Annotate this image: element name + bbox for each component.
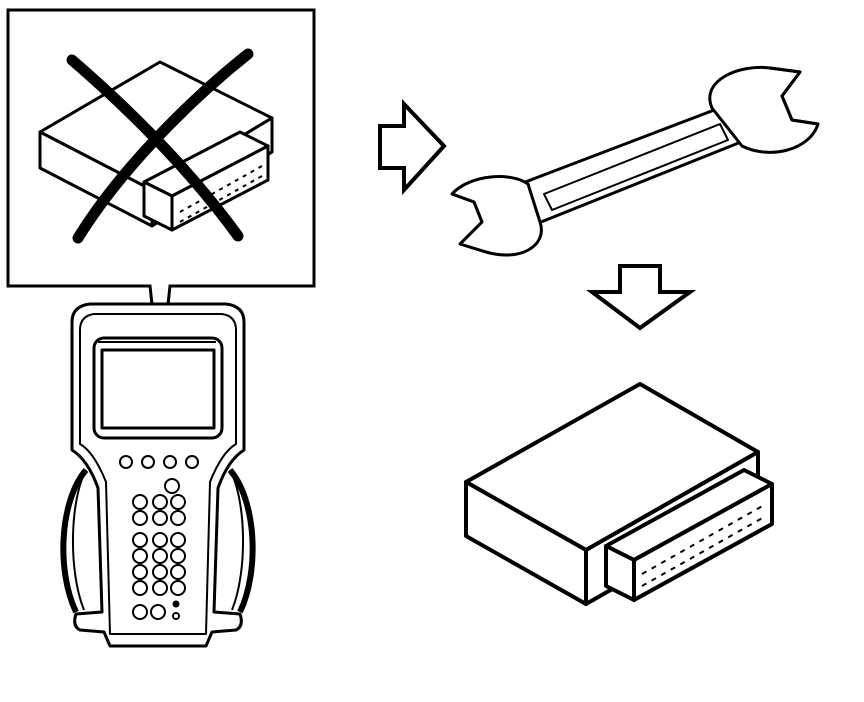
function-button-row — [119, 455, 199, 469]
control-module-icon — [464, 382, 774, 606]
prohibited-x-icon — [66, 48, 254, 244]
right-arrow-icon — [378, 99, 447, 196]
module-crossed-out-icon — [38, 48, 274, 244]
handheld-scan-tool-icon — [60, 302, 256, 648]
open-end-wrench-icon — [450, 65, 820, 257]
down-arrow-icon — [586, 264, 697, 331]
keypad — [132, 478, 186, 620]
